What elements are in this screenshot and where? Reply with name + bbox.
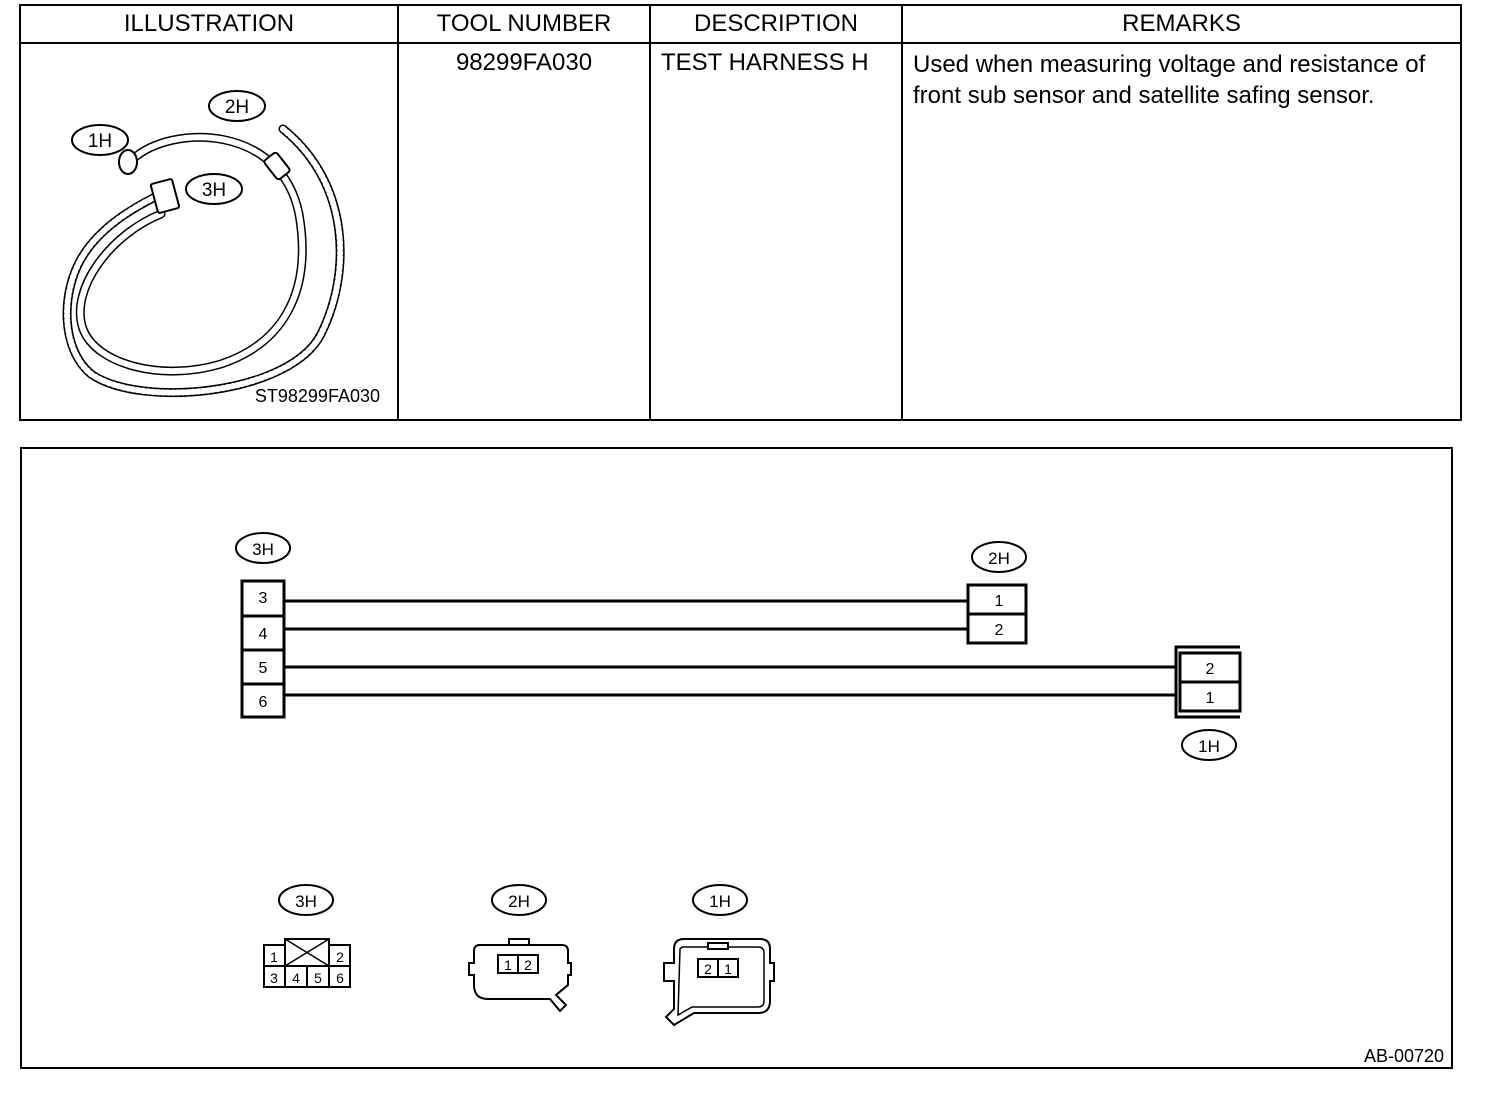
tool-number-cell: 98299FA030 [397, 42, 651, 421]
connector-2h: 2H 1 2 [966, 541, 1028, 645]
connector-1h-label: 1H [1198, 737, 1220, 756]
connector-2h-pin: 1 [995, 593, 1004, 610]
illustration-cell: 1H 2H 3H ST98299FA030 [19, 42, 399, 421]
connector-view-3h-pin: 1 [270, 949, 278, 965]
table-header-row: ILLUSTRATION TOOL NUMBER DESCRIPTION REM… [19, 4, 1462, 44]
header-description: DESCRIPTION [649, 4, 903, 44]
connector-3h-pin: 4 [259, 626, 268, 643]
connector-view-2h: 2H 1 2 [468, 884, 572, 1013]
connector-view-3h-pin: 3 [270, 970, 278, 986]
connector-view-2h-label: 2H [508, 892, 530, 911]
connector-3h-label: 3H [252, 540, 274, 559]
connector-3h-pin: 6 [259, 694, 268, 711]
connector-2h-pin: 2 [995, 622, 1004, 639]
connector-view-3h-label: 3H [295, 892, 317, 911]
header-illustration: ILLUSTRATION [19, 4, 399, 44]
connector-3h-pin: 3 [259, 590, 268, 607]
header-tool-number: TOOL NUMBER [397, 4, 651, 44]
connector-view-2h-pin: 1 [504, 957, 512, 973]
connector-3h: 3H 3 4 5 6 [235, 532, 291, 719]
connector-1h-pin: 1 [1206, 690, 1215, 707]
connector-1h-pin: 2 [1206, 661, 1215, 678]
connector-view-1h-pin: 2 [704, 961, 712, 977]
illustration-label-3h: 3H [202, 180, 226, 201]
connector-view-3h-pin: 2 [336, 949, 344, 965]
description-cell: TEST HARNESS H [649, 42, 903, 421]
connector-1h: 2 1 1H [1174, 645, 1242, 761]
special-tool-table: ILLUSTRATION TOOL NUMBER DESCRIPTION REM… [19, 4, 1462, 421]
wiring-diagram: 3H 3 4 5 6 2H 1 2 2 1 1H [235, 532, 1444, 1066]
wiring-diagram-panel: 3H 3 4 5 6 2H 1 2 2 1 1H [20, 447, 1453, 1069]
illustration-label-2h: 2H [225, 97, 249, 118]
wires [284, 599, 1176, 697]
header-remarks: REMARKS [901, 4, 1462, 44]
connector-view-2h-pin: 2 [524, 957, 532, 973]
illustration-code: ST98299FA030 [255, 386, 380, 406]
illustration-label-1h: 1H [88, 131, 112, 152]
connector-view-1h-label: 1H [709, 892, 731, 911]
figure-code: AB-00720 [1364, 1046, 1444, 1066]
connector-view-3h-pin: 6 [336, 970, 344, 986]
table-row: 1H 2H 3H ST98299FA030 98299FA030 TEST HA… [19, 42, 1462, 421]
connector-view-3h: 3H 1 2 3 4 5 6 [263, 884, 351, 988]
connector-view-3h-pin: 4 [292, 970, 300, 986]
connector-3h-pin: 5 [259, 660, 268, 677]
connector-2h-label: 2H [988, 549, 1010, 568]
connector-view-1h: 1H 2 1 [663, 884, 775, 1027]
harness-illustration: 1H 2H 3H ST98299FA030 [62, 90, 380, 406]
remarks-cell: Used when measuring voltage and resistan… [901, 42, 1462, 421]
connector-view-1h-pin: 1 [724, 961, 732, 977]
connector-view-3h-pin: 5 [314, 970, 322, 986]
